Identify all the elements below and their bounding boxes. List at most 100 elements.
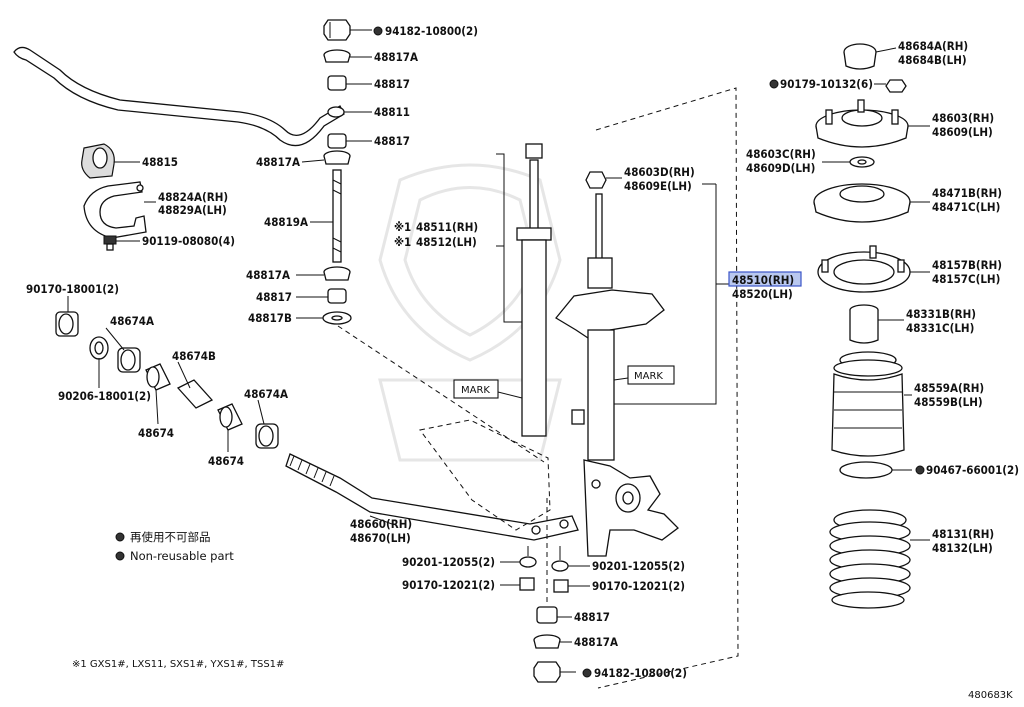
label-bracket-rh[interactable]: 48824A(RH) (158, 190, 228, 204)
link-cushion-a-top-drawing (323, 49, 351, 63)
label-bush-1[interactable]: 48674 (138, 426, 174, 440)
cartridge-drawing (516, 143, 552, 437)
label-bumper-rh[interactable]: 48331B(RH) (906, 307, 976, 321)
cap-drawing (843, 43, 877, 70)
highlight-box (728, 271, 802, 287)
label-bolt-rod-l[interactable]: 90201-12055(2) (402, 555, 495, 569)
bush-1-drawing (145, 363, 171, 391)
support-drawing (815, 99, 909, 148)
bracket-drawing (83, 181, 147, 239)
label-seat-upper-rh[interactable]: 48471B(RH) (932, 186, 1002, 200)
label-top-nut-stab[interactable]: 94182-10800(2) (385, 24, 478, 38)
label-cushion-bottom[interactable]: 48817 (574, 610, 610, 624)
label-cushion-a-mid[interactable]: 48817A (256, 155, 300, 169)
label-cushion-top[interactable]: 48817 (374, 77, 410, 91)
label-cap-rh[interactable]: 48684A(RH) (898, 39, 968, 53)
mark-right-label: MARK (634, 371, 663, 382)
label-cartridge-mark2: ※1 (394, 235, 411, 249)
label-bolt-bracket[interactable]: 90119-08080(4) (142, 234, 235, 248)
label-cushion-low[interactable]: 48817 (256, 290, 292, 304)
link-cushion-top-drawing (327, 75, 347, 91)
link-cushion-a-mid-drawing (323, 150, 351, 165)
link-cushion-a-low-drawing (323, 266, 351, 281)
label-cushion-upper2[interactable]: 48817 (374, 134, 410, 148)
label-bracket-lh[interactable]: 48829A(LH) (158, 203, 227, 217)
label-cushion-a-top[interactable]: 48817A (374, 50, 418, 64)
label-nut-rod-r[interactable]: 90170-12021(2) (592, 579, 685, 593)
bush-a-2-drawing (255, 423, 279, 449)
label-nut-rod-l[interactable]: 90170-12021(2) (402, 578, 495, 592)
leader-lines (67, 29, 930, 673)
legend-en: Non-reusable part (130, 549, 234, 563)
insulator-drawing (817, 245, 911, 293)
stabilizer-bar-drawing (13, 46, 345, 147)
link-nut-top-drawing (323, 19, 351, 41)
label-seat-upper-lh[interactable]: 48471C(LH) (932, 200, 1000, 214)
spring-drawing (829, 509, 911, 609)
label-strut-rod-rh[interactable]: 48660(RH) (350, 517, 412, 531)
link-cushion-b-drawing (322, 311, 352, 325)
label-cartridge-mark1: ※1 (394, 220, 411, 234)
link-guide-dash (337, 325, 545, 463)
label-nut-bottom[interactable]: 94182-10800(2) (594, 666, 687, 680)
label-boot-lh[interactable]: 48559B(LH) (914, 395, 983, 409)
link-bolt-drawing (332, 169, 342, 263)
bracket-bolt-drawing (103, 235, 117, 251)
label-strut-lh[interactable]: 48520(LH) (732, 287, 793, 301)
support-nut-drawing (885, 79, 907, 93)
label-strut-rh[interactable]: 48510(RH) (732, 273, 794, 287)
lower-arm-outline (419, 419, 551, 531)
label-bush-2[interactable]: 48674 (208, 454, 244, 468)
collar-drawing (849, 156, 875, 168)
label-support-rh[interactable]: 48603(RH) (932, 111, 994, 125)
label-cushion-a-bottom[interactable]: 48817A (574, 635, 618, 649)
legend-jp: 再使用不可部品 (130, 530, 211, 544)
label-nut-d-rh[interactable]: 48603D(RH) (624, 165, 695, 179)
mark-left-label: MARK (461, 385, 490, 396)
strut-assembly-drawing (555, 171, 679, 557)
boot-drawing (831, 351, 905, 457)
bush-a-1-drawing (117, 347, 141, 373)
washer-drawing (89, 336, 109, 360)
diagram-id: 480683K (968, 690, 1013, 701)
label-strut-rod-lh[interactable]: 48670(LH) (350, 531, 411, 545)
bushing-drawing (81, 143, 115, 179)
label-nut-e-lh[interactable]: 48609E(LH) (624, 179, 692, 193)
bush-b-drawing (176, 379, 214, 409)
label-bushing[interactable]: 48815 (142, 155, 178, 169)
label-bolt-rod-r[interactable]: 90201-12055(2) (592, 559, 685, 573)
upper-seat-drawing (813, 183, 911, 223)
rod-bolt-left-drawing (519, 556, 537, 591)
label-cartridge-rh[interactable]: 48511(RH) (416, 220, 478, 234)
label-cartridge-lh[interactable]: 48512(LH) (416, 235, 477, 249)
label-spring-rh[interactable]: 48131(RH) (932, 527, 994, 541)
rod-bolt-right-drawing (551, 560, 569, 593)
label-cushion-b[interactable]: 48817B (248, 311, 292, 325)
label-bush-b[interactable]: 48674B (172, 349, 216, 363)
label-cap-lh[interactable]: 48684B(LH) (898, 53, 967, 67)
label-stabilizer-bar[interactable]: 48811 (374, 105, 410, 119)
label-clip[interactable]: 90467-66001(2) (926, 463, 1019, 477)
strut-rod-drawing (285, 453, 579, 541)
label-bush-a-2[interactable]: 48674A (244, 387, 288, 401)
label-insulator-rh[interactable]: 48157B(RH) (932, 258, 1002, 272)
label-support-lh[interactable]: 48609(LH) (932, 125, 993, 139)
link-cushion-low-drawing (327, 288, 347, 304)
mark-right-callout: MARK (613, 365, 675, 385)
label-bumper-lh[interactable]: 48331C(LH) (906, 321, 974, 335)
label-collar-rh[interactable]: 48603C(RH) (746, 147, 816, 161)
label-insulator-lh[interactable]: 48157C(LH) (932, 272, 1000, 286)
label-support-nut[interactable]: 90179-10132(6) (780, 77, 873, 91)
label-cushion-a-low[interactable]: 48817A (246, 268, 290, 282)
label-bushing-nut[interactable]: 90170-18001(2) (26, 282, 119, 296)
bush-2-drawing (217, 403, 243, 431)
label-collar-lh[interactable]: 48609D(LH) (746, 161, 815, 175)
label-boot-rh[interactable]: 48559A(RH) (914, 381, 984, 395)
label-link-bolt[interactable]: 48819A (264, 215, 308, 229)
footnote: ※1 GXS1#, LXS11, SXS1#, YXS1#, TSS1# (72, 659, 284, 670)
label-spring-lh[interactable]: 48132(LH) (932, 541, 993, 555)
non-reusable-markers (115, 26, 925, 678)
label-washer[interactable]: 90206-18001(2) (58, 389, 151, 403)
label-bush-a-1[interactable]: 48674A (110, 314, 154, 328)
